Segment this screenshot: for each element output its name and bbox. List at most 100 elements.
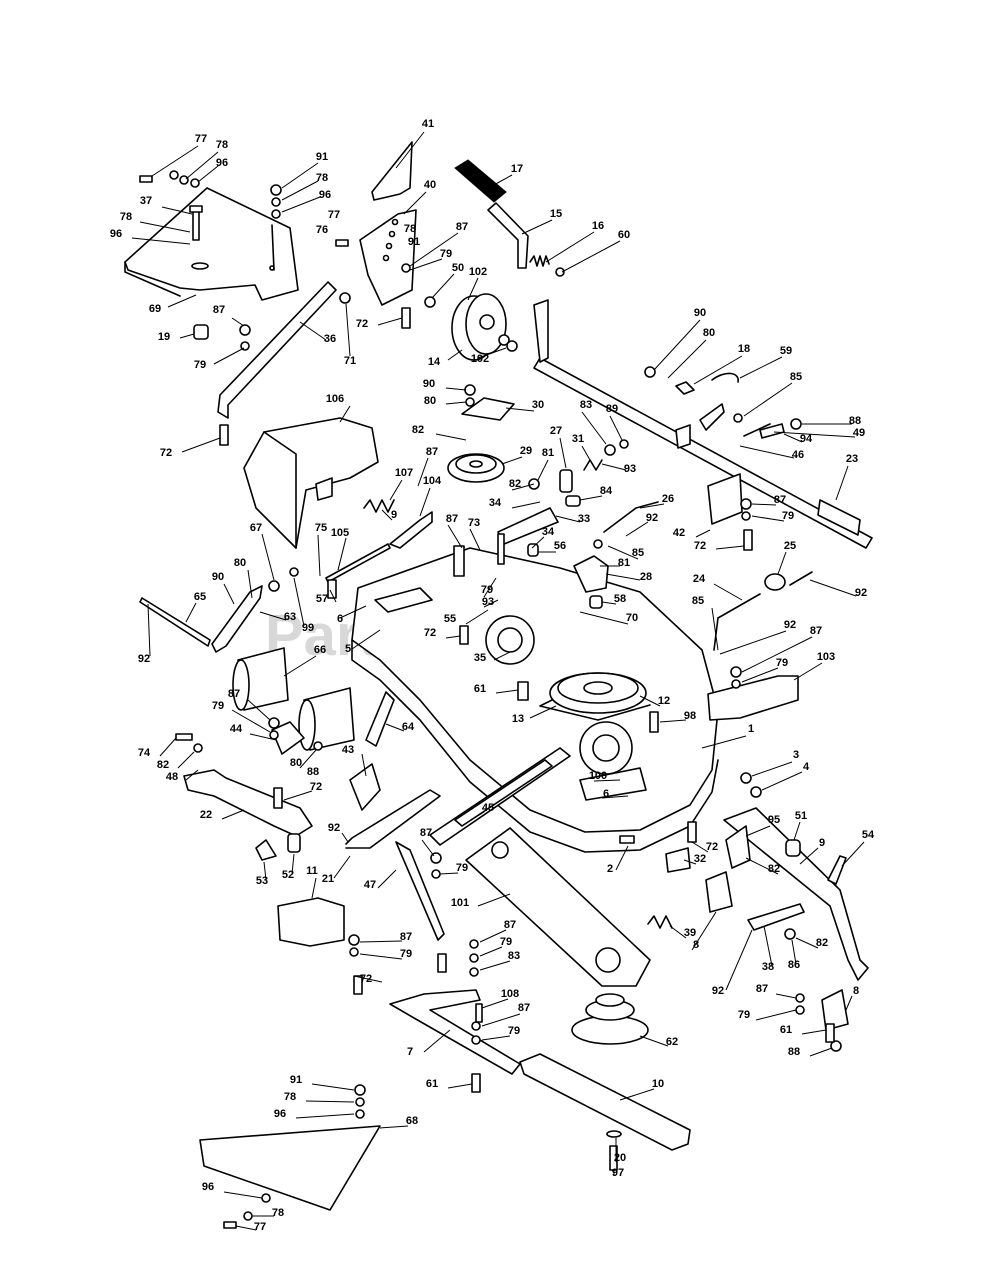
bracket-47 <box>395 841 445 941</box>
callout-number: 96 <box>274 1108 286 1120</box>
axle-22 <box>183 769 313 837</box>
washer-20 <box>606 1130 622 1138</box>
bracket-103 <box>707 675 799 721</box>
callout-number: 50 <box>452 262 464 274</box>
callout-number: 16 <box>592 220 604 232</box>
callout-number: 53 <box>256 875 268 887</box>
callout-number: 73 <box>468 517 480 529</box>
callout-number: 68 <box>406 1115 418 1127</box>
callout-number: 52 <box>282 869 294 881</box>
callout-number: 14 <box>428 356 441 368</box>
spring-39 <box>647 915 673 929</box>
rod-21 <box>345 789 441 849</box>
callout-number: 96 <box>216 157 228 169</box>
bushing-19 <box>193 324 209 340</box>
callout-number: 78 <box>404 223 416 235</box>
bracket-32 <box>665 847 691 873</box>
rod-24 <box>713 593 761 651</box>
callout-number: 79 <box>400 948 412 960</box>
callout-number: 49 <box>853 427 865 439</box>
callout-number: 67 <box>250 522 262 534</box>
callout-number: 61 <box>426 1078 438 1090</box>
callout-number: 97 <box>612 1167 624 1179</box>
callout-number: 29 <box>520 445 532 457</box>
callout-number: 82 <box>157 759 169 771</box>
callout-number: 21 <box>322 873 334 885</box>
callout-number: 84 <box>600 485 613 497</box>
callout-number: 78 <box>120 211 132 223</box>
callout-number: 80 <box>290 757 302 769</box>
callout-number: 74 <box>138 747 151 759</box>
callout-number: 40 <box>424 179 436 191</box>
bracket-8 <box>705 871 733 913</box>
lift-shaft <box>533 299 873 549</box>
leader-lines <box>131 131 865 1231</box>
callout-number: 17 <box>511 163 523 175</box>
callout-number: 79 <box>508 1025 520 1037</box>
rod-65 <box>139 597 211 647</box>
callout-number: 9 <box>391 509 397 521</box>
spindle-62 <box>571 993 649 1045</box>
axle-9 <box>723 807 869 981</box>
callout-number: 99 <box>302 622 314 634</box>
callout-number: 72 <box>356 318 368 330</box>
callout-number: 79 <box>440 248 452 260</box>
callout-number: 55 <box>444 613 456 625</box>
callout-number: 72 <box>424 627 436 639</box>
callout-number: 80 <box>234 557 246 569</box>
callout-number: 66 <box>314 644 326 656</box>
bracket-64 <box>365 691 395 747</box>
callout-number: 18 <box>738 343 750 355</box>
callout-number: 13 <box>512 713 524 725</box>
callout-number: 25 <box>784 540 796 552</box>
callout-number: 92 <box>712 985 724 997</box>
callout-number: 75 <box>315 522 327 534</box>
callout-number: 47 <box>364 879 376 891</box>
callout-number: 4 <box>803 761 810 773</box>
pin-52 <box>287 833 301 853</box>
callout-number: 81 <box>542 447 554 459</box>
callout-number: 88 <box>849 415 861 427</box>
callout-number: 46 <box>792 449 804 461</box>
callout-number: 79 <box>212 700 224 712</box>
bracket-36 <box>217 281 337 419</box>
callout-number: 104 <box>423 475 442 487</box>
height-plate-40 <box>359 209 417 306</box>
callout-number: 72 <box>694 540 706 552</box>
spacer-27 <box>559 469 573 493</box>
callout-number: 87 <box>400 931 412 943</box>
callout-number: 9 <box>819 837 825 849</box>
callout-number: 34 <box>542 526 555 538</box>
idler-pulley-29 <box>447 453 505 483</box>
bracket-63 <box>211 585 263 653</box>
callout-number: 82 <box>816 937 828 949</box>
callout-number: 87 <box>446 513 458 525</box>
callout-number: 94 <box>800 433 813 445</box>
bolt-37-head <box>189 205 203 213</box>
callout-number: 91 <box>290 1074 302 1086</box>
callout-number: 78 <box>272 1207 284 1219</box>
bracket-7 <box>389 989 521 1075</box>
callout-number: 5 <box>345 643 351 655</box>
callout-number: 87 <box>518 1002 530 1014</box>
spring-31 <box>583 459 603 471</box>
pin-94 <box>759 423 785 439</box>
callout-number: 77 <box>195 133 207 145</box>
callout-number: 38 <box>762 961 774 973</box>
callout-number: 36 <box>324 333 336 345</box>
pin-49 <box>743 423 771 437</box>
callout-number: 85 <box>790 371 802 383</box>
support-bar-2 <box>454 759 553 827</box>
callout-number: 89 <box>606 403 618 415</box>
callout-number: 102 <box>471 353 489 365</box>
callout-number: 78 <box>284 1091 296 1103</box>
callout-number: 44 <box>230 723 243 735</box>
cap-51 <box>785 839 801 857</box>
callout-number: 2 <box>607 863 613 875</box>
callout-number: 72 <box>310 781 322 793</box>
callout-number: 59 <box>780 345 792 357</box>
bracket-28 <box>573 555 609 593</box>
bracket-95 <box>725 825 751 869</box>
callout-number: 10 <box>652 1078 664 1090</box>
